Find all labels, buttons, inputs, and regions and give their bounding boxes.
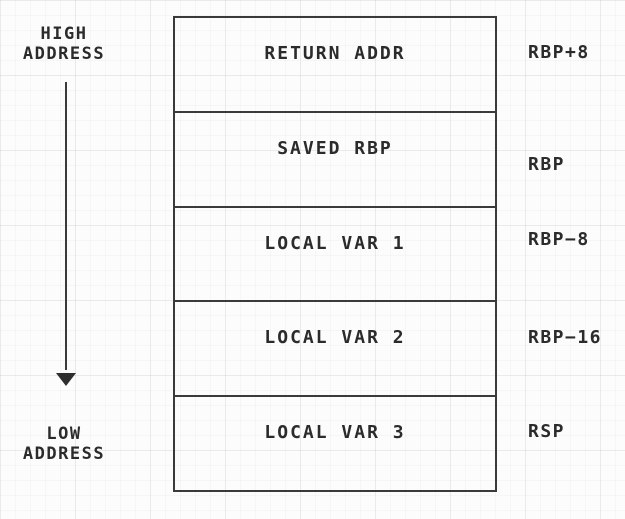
- stack-cell-label: SAVED RBP: [277, 137, 393, 159]
- stack-cell-label: LOCAL VAR 3: [264, 422, 406, 444]
- stack-cell-label: RETURN ADDR: [264, 43, 406, 64]
- arrow-down-icon: [56, 373, 76, 386]
- low-address-label: LOW ADDRESS: [2, 424, 126, 464]
- address-direction-arrow-line: [65, 82, 67, 370]
- stack-cell-local-var-2: LOCAL VAR 2: [175, 302, 495, 398]
- offset-label-rbp-minus-8: RBP−8: [528, 229, 590, 250]
- stack-cell-label: LOCAL VAR 1: [264, 232, 406, 254]
- offset-label-rbp: RBP: [528, 154, 566, 175]
- stack-cell-local-var-1: LOCAL VAR 1: [175, 208, 495, 303]
- low-address-line2: ADDRESS: [22, 444, 106, 464]
- stack-cell-label: LOCAL VAR 2: [264, 327, 406, 349]
- stack-cell-local-var-3: LOCAL VAR 3: [175, 397, 495, 490]
- high-address-line2: ADDRESS: [22, 44, 106, 64]
- offset-label-rbp-minus-16: RBP−16: [528, 327, 603, 348]
- stack-cell-saved-rbp: SAVED RBP: [175, 113, 495, 208]
- high-address-line1: HIGH: [40, 24, 88, 44]
- offset-label-rbp-plus-8: RBP+8: [528, 42, 590, 63]
- stack-box: RETURN ADDR SAVED RBP LOCAL VAR 1 LOCAL …: [173, 16, 497, 492]
- high-address-label: HIGH ADDRESS: [2, 24, 126, 64]
- low-address-line1: LOW: [46, 424, 82, 444]
- offset-label-rsp: RSP: [528, 421, 566, 442]
- stack-cell-return-addr: RETURN ADDR: [175, 18, 495, 113]
